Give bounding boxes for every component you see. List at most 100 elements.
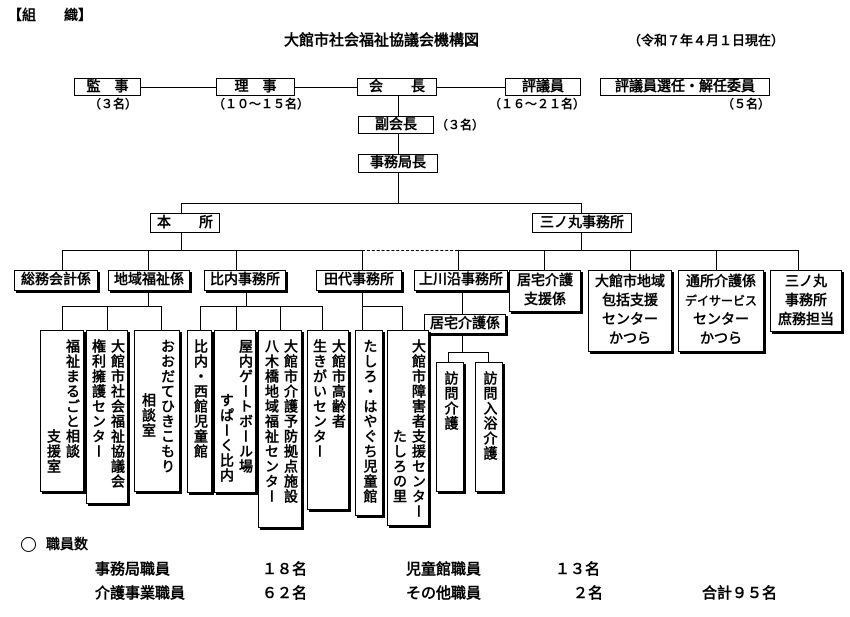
connector [398,96,399,116]
connector [236,250,237,270]
vbox-homon-kaigo: 訪問介護 [436,362,464,492]
vbox-shogaisha: 大館市障害者支援センター たしろの里 [387,330,429,526]
connector [402,306,403,330]
vbox-ikigai: 大館市高齢者 生きがいセンター [307,330,349,510]
vbox-yagihashi: 大館市介護予防拠点施設 八木橋地域福祉センター [258,330,302,528]
box-hinai: 比内事務所 [204,270,286,291]
connector [236,306,237,330]
vbox-marugoto: 福祉まるごと相談 支援室 [40,330,84,492]
connector [62,250,362,251]
vbox-kenri: 大館市社会福祉協議会 権利擁護センター [86,330,128,504]
box-kyotaku-kaigo-shien: 居宅介護 支援係 [509,270,581,312]
senin-count: （５名） [722,97,771,111]
connector [716,250,717,270]
staff-other-value: ２名 [573,584,604,602]
box-honsho-label: 本 所 [157,214,213,231]
box-label-line: 三ノ丸 [785,273,827,290]
connector-dashed [362,250,458,251]
connector [581,203,582,213]
connector [62,306,162,307]
box-riji: 理 事 [216,78,295,96]
vbox-text: おおだてひきこもり [159,339,175,474]
staff-jimukyoku-label: 事務局職員 [95,560,171,578]
vbox-hikikomori: おおだてひきこもり 相談室 [134,330,180,492]
box-riji-label: 理 事 [234,78,277,95]
box-honsho: 本 所 [150,213,220,233]
box-senin-label: 評議員選任・解任委員 [615,78,755,95]
vbox-text: 相談室 [140,393,156,438]
box-kamikawazoi: 上川沿事務所 [414,270,508,291]
box-label-line: 大館市地域 [595,274,665,290]
box-hinai-label: 比内事務所 [210,272,280,289]
connector [181,203,581,204]
connector [362,306,402,307]
connector [488,352,489,362]
vbox-text: 比内・西館児童館 [192,339,208,459]
vbox-text: 福祉まるごと相談 [64,339,80,459]
vbox-text: たしろの里 [391,429,407,504]
as-of-date: （令和７年４月１日現在） [628,34,785,49]
connector [544,250,545,270]
connector [280,306,281,330]
connector [398,173,399,203]
connector [362,250,363,270]
box-fukukaicho-label: 副会長 [375,116,417,133]
vbox-text: 生きがいセンター [311,339,327,459]
connector [181,203,182,213]
box-chiiki-label: 地域福祉係 [114,272,184,289]
riji-count: （１０～１５名） [213,97,310,111]
box-hyogiin-label: 評議員 [522,78,564,95]
vbox-hayaguchi: たしろ・はやぐち児童館 [355,330,383,516]
box-label-line: デイサービス [684,294,757,308]
box-kaicho: 会 長 [357,78,437,96]
connector [200,306,322,307]
connector [448,352,488,353]
box-sannomaru: 三ノ丸事務所 [532,213,632,233]
kanji-count: （３名） [89,97,138,111]
vbox-gateball: 屋内ゲートボール場 すぱーく比内 [214,330,256,493]
box-kaicho-label: 会 長 [369,78,425,95]
vbox-text: 八木橋地域福祉センター [263,339,279,504]
connector [362,292,363,306]
hyogiin-count: （１６～２１名） [489,97,586,111]
staff-heading: 職員数 [46,537,88,553]
staff-kaigo-label: 介護事業職員 [95,584,186,602]
vbox-text: 権利擁護センター [90,339,106,459]
box-somu-label: 総務会計係 [21,272,91,289]
vbox-homon-nyuyoku: 訪問入浴介護 [475,362,503,492]
box-label-line: 居宅介護 [517,273,573,289]
box-label-line: 事務所 [785,292,827,309]
connector [398,134,399,154]
box-label-line: かつら [700,331,742,347]
box-kamikawazoi-label: 上川沿事務所 [419,272,503,289]
section-label: 【組 織】 [8,8,92,24]
connector [462,292,463,314]
page-title: 大館市社会福祉協議会機構図 [284,31,480,49]
box-tashiro-label: 田代事務所 [324,272,394,289]
staff-total: 合計９５名 [702,584,778,602]
connector [148,250,149,270]
box-tashiro: 田代事務所 [316,270,402,291]
box-kyotaku-kaigo-kakari: 居宅介護係 [424,314,506,334]
box-label-line: 通所介護係 [686,274,756,290]
vbox-text: 屋内ゲートボール場 [237,339,253,474]
box-tsusho-kaigo: 通所介護係 デイサービス センター かつら [678,270,764,352]
box-jimukyokucho: 事務局長 [358,154,438,173]
box-label-line: 支援係 [524,292,566,308]
box-label-line: かつら [609,331,651,347]
connector [322,306,323,330]
box-senin: 評議員選任・解任委員 [600,78,770,96]
connector [141,87,216,88]
connector [148,292,149,306]
connector [62,306,63,330]
box-jimukyokucho-label: 事務局長 [370,155,426,172]
connector [362,306,363,330]
box-label-line: センター [693,312,749,328]
box-sannomaru-label: 三ノ丸事務所 [540,214,624,231]
vbox-text: たしろ・はやぐち児童館 [361,339,378,504]
staff-jidokan-value: １３名 [555,560,601,578]
connector [161,306,162,330]
box-sannomaru-shomu: 三ノ丸 事務所 庶務担当 [770,270,842,332]
vbox-text: 訪問介護 [442,371,459,431]
connector [581,233,582,250]
